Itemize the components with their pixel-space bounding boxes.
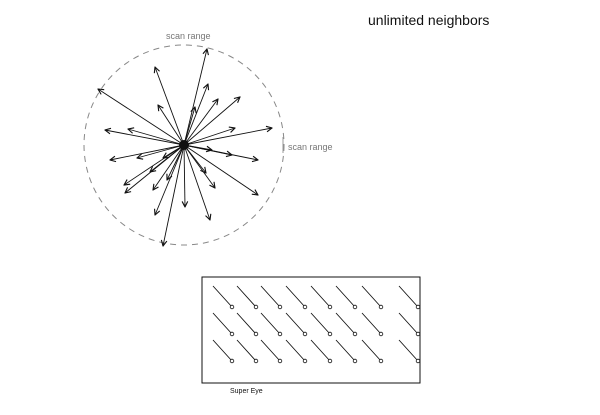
super-eye-box [201, 276, 421, 384]
neighbor-ray-5 [183, 84, 208, 146]
neighbor-ray-6 [183, 99, 218, 146]
grid-agent [277, 358, 283, 364]
neighbor-ray-28 [163, 144, 185, 246]
neighbor-ray-10 [183, 107, 195, 146]
grid-trail [310, 285, 331, 308]
neighbor-ray-26 [153, 144, 185, 190]
grid-agent [415, 358, 421, 364]
scan-range-label-right: scan range [288, 142, 333, 152]
grid-trail [236, 285, 257, 308]
neighbor-ray-12 [183, 128, 272, 146]
grid-trail [398, 285, 419, 308]
neighbor-ray-3 [98, 89, 185, 146]
grid-trail [260, 339, 281, 362]
neighbor-rays [98, 49, 272, 246]
neighbor-ray-24 [183, 144, 258, 195]
grid-trail [236, 339, 257, 362]
grid-agent [229, 304, 235, 310]
neighbor-ray-18 [183, 144, 258, 160]
scan-range-label-top: scan range [166, 31, 211, 41]
grid-trail [285, 339, 306, 362]
grid-agent [327, 358, 333, 364]
grid-agent [253, 331, 259, 337]
neighbor-ray-19 [124, 144, 185, 185]
neighbor-ray-14 [137, 144, 185, 158]
grid-trail [398, 312, 419, 335]
super-eye-caption: Super Eye [230, 388, 263, 395]
grid-trail [212, 312, 233, 335]
grid-agent [277, 331, 283, 337]
grid-agent [378, 331, 384, 337]
grid-agent [302, 331, 308, 337]
grid-agent [352, 331, 358, 337]
grid-trail [212, 285, 233, 308]
neighbor-ray-25 [125, 144, 185, 193]
grid-agent [302, 358, 308, 364]
grid-trail [260, 312, 281, 335]
neighbor-ray-29 [184, 144, 185, 207]
grid-trail [361, 339, 382, 362]
grid-trail [361, 285, 382, 308]
grid-trail [260, 285, 281, 308]
neighbor-ray-2 [183, 49, 207, 146]
grid-agent [327, 304, 333, 310]
grid-trail [310, 312, 331, 335]
grid-agent [253, 304, 259, 310]
grid-trail [361, 312, 382, 335]
super-eye-grid [212, 285, 421, 364]
grid-agent [253, 358, 259, 364]
diagram-title: unlimited neighbors [368, 12, 490, 28]
grid-agent [229, 331, 235, 337]
neighbor-ray-1 [155, 67, 185, 146]
center-agent [179, 140, 189, 150]
neighbor-ray-8 [105, 130, 185, 146]
grid-agent [415, 331, 421, 337]
grid-agent [378, 304, 384, 310]
neighbor-ray-13 [110, 144, 185, 160]
grid-trail [285, 312, 306, 335]
grid-trail [212, 339, 233, 362]
neighbor-ray-11 [183, 128, 235, 146]
grid-agent [352, 358, 358, 364]
neighbor-ray-27 [155, 144, 185, 215]
grid-agent [378, 358, 384, 364]
neighbor-ray-30 [183, 144, 210, 220]
grid-trail [310, 339, 331, 362]
grid-trail [236, 312, 257, 335]
grid-agent [327, 331, 333, 337]
grid-agent [229, 358, 235, 364]
grid-agent [277, 304, 283, 310]
grid-agent [302, 304, 308, 310]
grid-agent [415, 304, 421, 310]
grid-trail [285, 285, 306, 308]
grid-trail [335, 312, 356, 335]
neighbor-ray-7 [183, 97, 240, 146]
grid-agent [352, 304, 358, 310]
scan-range-circle [83, 44, 285, 246]
neighbor-ray-9 [128, 129, 185, 146]
grid-trail [335, 339, 356, 362]
grid-trail [398, 339, 419, 362]
grid-trail [335, 285, 356, 308]
neighbor-ray-4 [158, 105, 185, 146]
neighbor-ray-23 [183, 144, 215, 188]
